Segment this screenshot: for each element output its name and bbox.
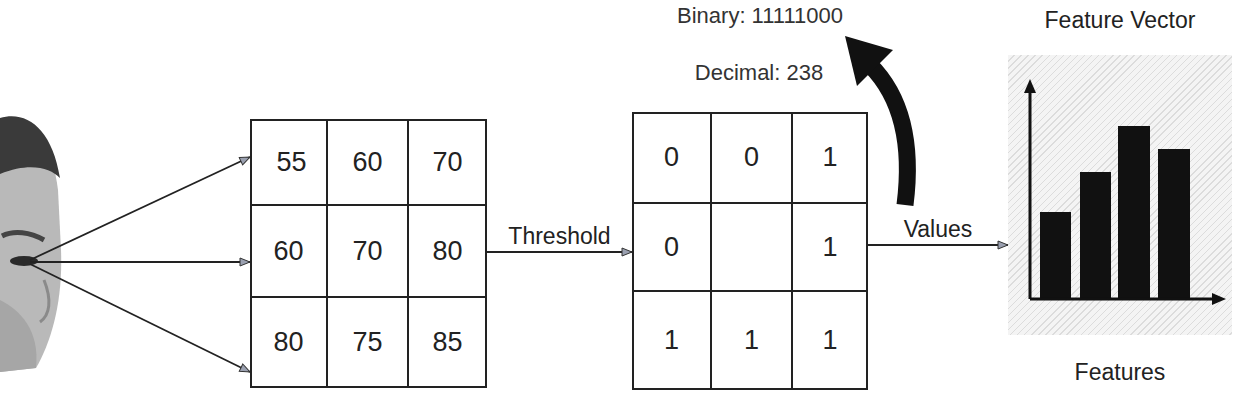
connector-arrow	[487, 251, 632, 253]
decimal-code: Decimal: 238	[695, 62, 823, 84]
pixel-value: 1	[822, 327, 837, 354]
chart-axes	[1008, 55, 1232, 335]
pixel-value: 1	[822, 144, 837, 171]
grid-line	[252, 204, 485, 206]
pixel-value: 1	[664, 327, 679, 354]
pixel-value: 60	[352, 149, 382, 176]
edge-label: Threshold	[506, 225, 612, 248]
pixel-value: 75	[352, 329, 382, 356]
connector-arrow	[868, 244, 1008, 246]
leader-arrow	[30, 264, 250, 372]
pixel-grid: 55 60 70 60 70 80 80 75 85	[250, 119, 487, 388]
pixel-value: 80	[273, 329, 303, 356]
curved-arrow-head	[845, 36, 893, 86]
pixel-value: 0	[664, 234, 679, 261]
leader-arrow	[30, 157, 250, 260]
grid-line	[407, 121, 409, 386]
pixel-grid: 0 0 1 0 1 1 1 1	[632, 112, 868, 390]
edge-label: Values	[902, 218, 975, 241]
axis-label: Features	[1075, 361, 1166, 384]
pixel-value: 0	[664, 144, 679, 171]
grid-line	[791, 114, 793, 388]
grid-line	[634, 290, 866, 292]
pixel-value: 80	[432, 238, 462, 265]
pixel-value: 60	[273, 238, 303, 265]
grid-line	[710, 114, 712, 388]
face-photo	[0, 116, 61, 372]
grid-line	[326, 121, 328, 386]
pixel-value: 70	[432, 149, 462, 176]
grid-line	[634, 202, 866, 204]
chart-title: Feature Vector	[1045, 9, 1196, 32]
grid-line	[252, 296, 485, 298]
leader-arrow	[30, 261, 250, 263]
pixel-value: 85	[432, 329, 462, 356]
pixel-value: 1	[744, 327, 759, 354]
pixel-value: 0	[744, 144, 759, 171]
pixel-value: 1	[822, 234, 837, 261]
curved-arrow	[870, 65, 907, 205]
binary-code: Binary: 11111000	[677, 5, 843, 27]
pixel-value: 55	[276, 149, 306, 176]
bar-chart	[1008, 55, 1232, 335]
feature-chart: Feature VectorFeatures	[1008, 55, 1232, 335]
pixel-value: 70	[352, 238, 382, 265]
